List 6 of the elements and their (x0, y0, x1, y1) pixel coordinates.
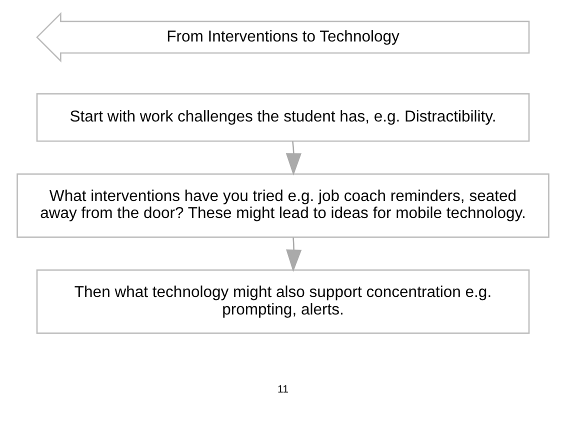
arrow (286, 237, 302, 272)
node-box: Start with work challenges the student has, e.g. Distractibility. (36, 93, 530, 142)
arrow (285, 141, 302, 176)
label: 11 (277, 383, 288, 396)
node-box: What interventions have you tried e.g. job coach reminders, seated away from the door? These might lead to ideas for mobile technology. (16, 173, 549, 238)
node-box: Then what technology might also support concentration e.g. prompting, alerts. (36, 269, 530, 334)
